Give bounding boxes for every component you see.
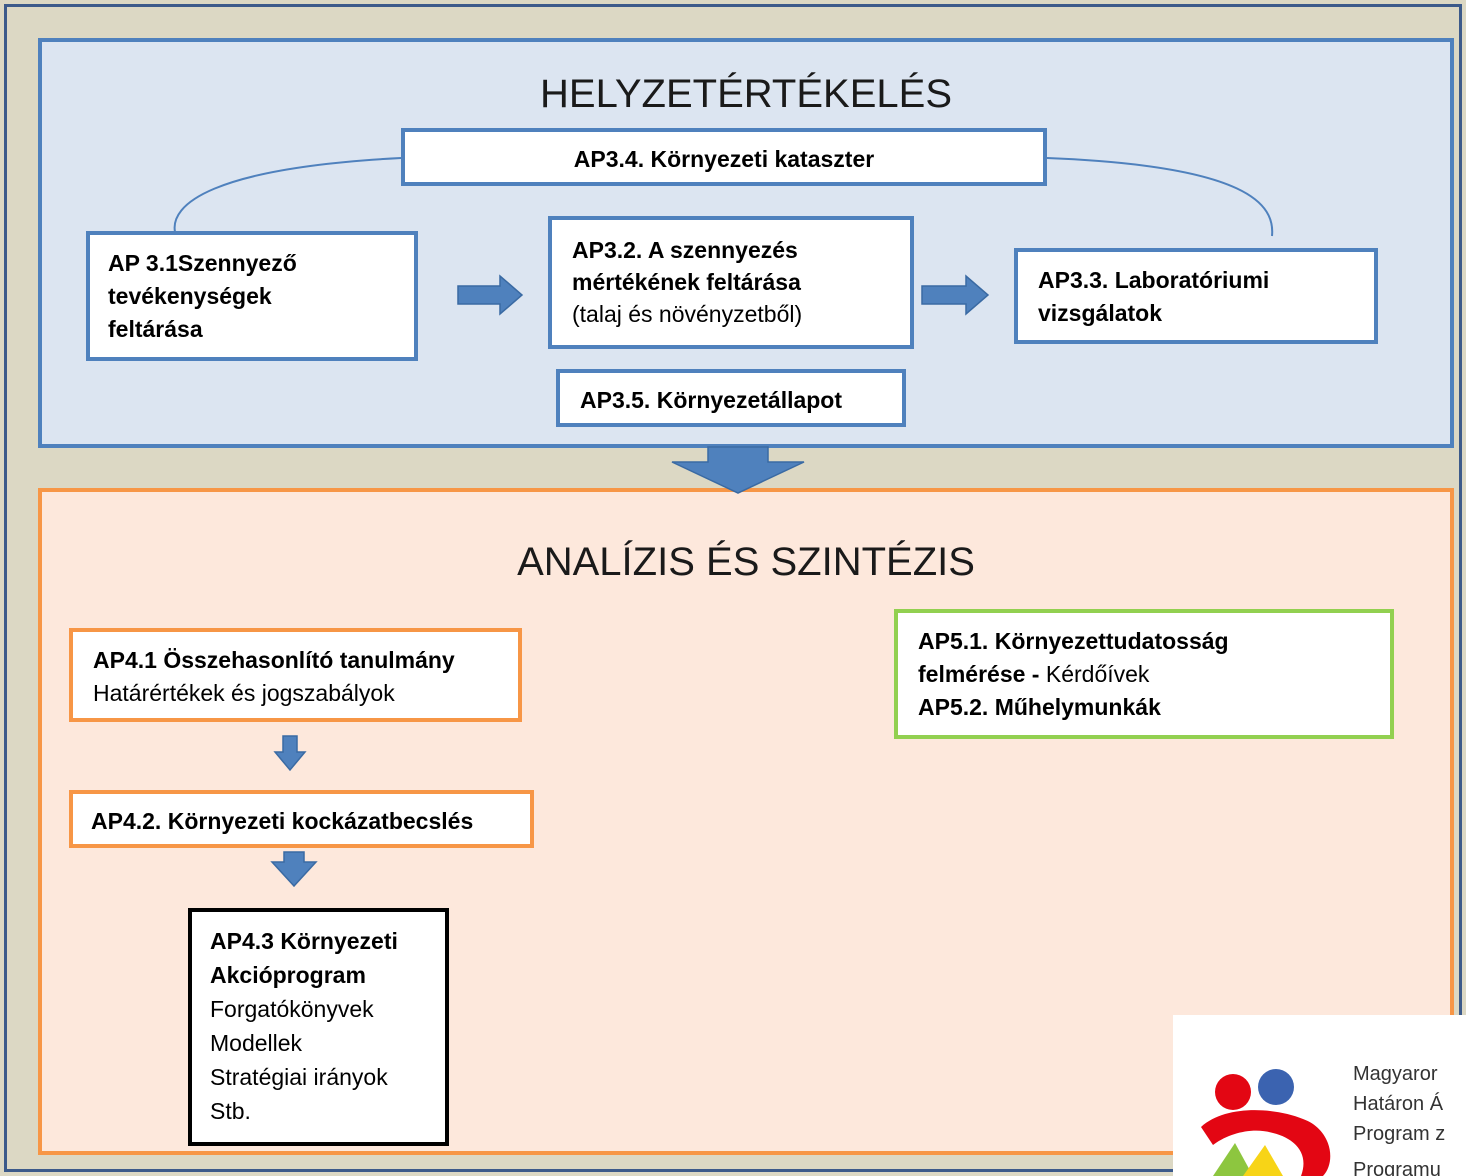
comparative-study-text: Határértékek és jogszabályok (93, 680, 395, 706)
action-program-item: Stratégiai irányok (210, 1064, 388, 1090)
down-arrow-icon (273, 735, 307, 772)
logo-text-line: Programu (1353, 1159, 1441, 1176)
down-arrow-icon (270, 851, 318, 888)
comparative-study-box: AP4.1 Összehasonlító tanulmány Határérté… (69, 628, 522, 722)
awareness-line-bold: felmérése - (918, 661, 1046, 687)
pollution-extent-line: AP3.2. A szennyezés (572, 237, 798, 263)
polluting-activities-box: AP 3.1Szennyező tevékenységek feltárása (86, 231, 418, 361)
logo-text-line: Magyaror (1353, 1063, 1438, 1085)
action-program-heading: Akcióprogram (210, 962, 366, 988)
logo-text-line: Program z (1353, 1123, 1446, 1145)
action-program-heading: AP4.3 Környezeti (210, 928, 398, 954)
awareness-line-plain: Kérdőívek (1045, 661, 1150, 687)
pollution-extent-box: AP3.2. A szennyezés mértékének feltárása… (548, 216, 914, 349)
outer-frame (4, 4, 1462, 1172)
down-arrow-icon (671, 446, 805, 494)
risk-assessment-label: AP4.2. Környezeti kockázatbecslés (91, 808, 474, 834)
right-arrow-icon (457, 274, 524, 316)
cadastre-right-curve (1046, 157, 1274, 237)
action-program-item: Forgatókönyvek (210, 996, 374, 1022)
environment-state-label: AP3.5. Környezetállapot (580, 387, 843, 413)
laboratory-line: AP3.3. Laboratóriumi (1038, 267, 1270, 293)
risk-assessment-box: AP4.2. Környezeti kockázatbecslés (69, 790, 534, 848)
awareness-line: AP5.1. Környezettudatosság (918, 628, 1229, 654)
program-logo: Magyaror Határon Á Program z Programu (1173, 1015, 1466, 1176)
polluting-activities-line: tevékenységek (108, 283, 272, 309)
right-arrow-icon (921, 274, 990, 316)
comparative-study-heading: AP4.1 Összehasonlító tanulmány (93, 647, 455, 673)
action-program-box: AP4.3 Környezeti Akcióprogram Forgatókön… (188, 908, 449, 1146)
logo-text-line: Határon Á (1353, 1093, 1444, 1115)
cadastre-left-curve (173, 157, 402, 233)
laboratory-box: AP3.3. Laboratóriumi vizsgálatok (1014, 248, 1378, 344)
awareness-line: AP5.2. Műhelymunkák (918, 694, 1161, 720)
pollution-extent-line: mértékének feltárása (572, 269, 801, 295)
pollution-extent-note: (talaj és növényzetből) (572, 301, 803, 327)
environment-state-box: AP3.5. Környezetállapot (556, 369, 906, 427)
cadastre-label: AP3.4. Környezeti kataszter (573, 146, 875, 172)
laboratory-line: vizsgálatok (1038, 300, 1162, 326)
logo-mark-icon (1201, 1069, 1331, 1176)
polluting-activities-line: feltárása (108, 316, 203, 342)
awareness-box: AP5.1. Környezettudatosság felmérése - K… (894, 609, 1394, 739)
logo-text: Magyaror Határon Á Program z Programu (1353, 1059, 1445, 1176)
polluting-activities-line: AP 3.1Szennyező (108, 250, 297, 276)
analysis-synthesis-title: ANALÍZIS ÉS SZINTÉZIS (517, 540, 975, 584)
situation-assessment-title: HELYZETÉRTÉKELÉS (540, 72, 952, 116)
cadastre-box: AP3.4. Környezeti kataszter (401, 128, 1047, 186)
action-program-item: Stb. (210, 1098, 251, 1124)
action-program-item: Modellek (210, 1030, 303, 1056)
